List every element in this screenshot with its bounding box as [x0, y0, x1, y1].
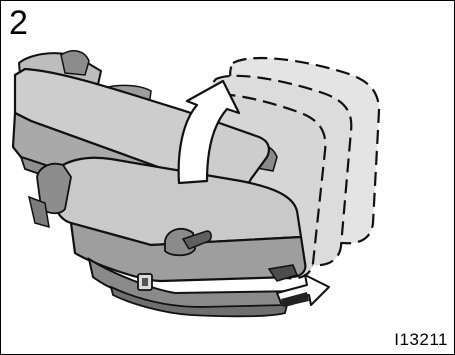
step-number: 2 — [9, 3, 28, 43]
figure-id-label: I13211 — [394, 330, 448, 350]
